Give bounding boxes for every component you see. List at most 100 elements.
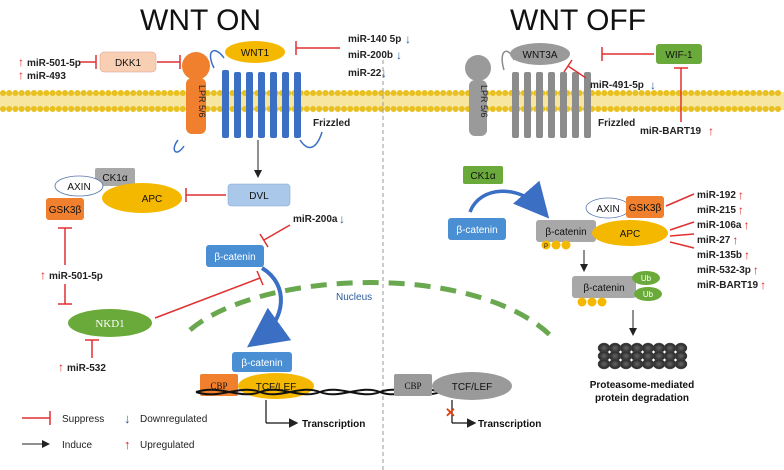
up-arrow-icon: ↑	[738, 203, 744, 217]
up-arrow-icon: ↑	[18, 55, 24, 69]
down-arrow-icon: ↓	[405, 32, 411, 46]
frizzled-off: Frizzled	[501, 50, 635, 138]
frizzled-off-label: Frizzled	[598, 118, 635, 129]
up-arrow-icon: ↑	[18, 68, 24, 82]
dkk1: DKK1	[99, 51, 157, 73]
mirna-off-list-item: miR-BART19	[697, 280, 759, 291]
phosphorylation-arrow	[468, 180, 550, 219]
legend: Suppress Induce ↓ Downregulated ↑ Upregu…	[22, 411, 207, 452]
lrp56-on-label: LPR 5/6	[197, 85, 207, 118]
ub-beta-catenin-label: β-catenin	[583, 283, 624, 294]
lrp56-off: LPR 5/6	[465, 55, 491, 136]
down-arrow-icon: ↓	[124, 411, 131, 426]
proteasome-subunit	[608, 358, 622, 370]
inhibit-dvl-apc	[185, 188, 226, 202]
down-arrow-icon: ↓	[396, 48, 402, 62]
dvl-label: DVL	[249, 191, 269, 202]
nkd1: NKD1	[68, 309, 152, 337]
up-arrow-icon: ↑	[743, 218, 749, 232]
tcf-on-label: TCF/LEF	[256, 382, 297, 393]
proteasome-subunit	[630, 358, 644, 370]
inhibit-wif1-wnt3a	[601, 47, 654, 61]
axin-on-label: AXIN	[67, 182, 90, 193]
down-arrow-icon: ↓	[381, 66, 387, 80]
mirna-off-list-item: miR-135b	[697, 250, 742, 261]
inhibit-mirbart19-wif1	[674, 67, 688, 122]
inhibit-mirna-nkd1	[58, 284, 72, 305]
cbp-on-label: CBP	[210, 381, 227, 391]
wif1: WIF-1	[656, 44, 702, 64]
phospho-label: P	[544, 244, 548, 250]
inhibit-nkd1-beta-catenin	[154, 270, 264, 319]
nuc-beta-catenin-label: β-catenin	[241, 358, 282, 369]
ck1a-on-label: CK1α	[102, 173, 127, 184]
complex-beta-catenin-label: β-catenin	[545, 227, 586, 238]
wif1-label: WIF-1	[665, 50, 693, 61]
gsk3b-off-label: GSK3β	[629, 203, 662, 214]
legend-downregulated: Downregulated	[140, 414, 207, 425]
proteasome-subunit	[619, 358, 633, 370]
destruction-complex-off: AXIN GSK3β β-catenin APC P	[536, 196, 668, 250]
transcription-off: ✕ Transcription	[445, 400, 541, 430]
inhibit-dkk1-lrp	[157, 55, 181, 69]
inhibit-mirna491-wnt3a	[563, 59, 587, 79]
inhibit-mirna-dkk1	[80, 55, 97, 69]
frizzled-on-label: Frizzled	[313, 118, 350, 129]
ck1a-off: CK1α	[463, 166, 503, 184]
proteasome-subunit	[641, 358, 655, 370]
proteasome	[597, 342, 688, 370]
wnt3a-label: WNT3A	[523, 50, 558, 61]
down-arrow-icon: ↓	[339, 212, 345, 226]
tcf-off-label: TCF/LEF	[452, 382, 493, 393]
mirna-491-5p: miR-491-5p	[590, 80, 644, 91]
mirna-22: miR-22	[348, 68, 382, 79]
blocked-x-icon: ✕	[445, 405, 456, 420]
up-arrow-icon: ↑	[40, 268, 46, 282]
dkk1-label: DKK1	[115, 58, 142, 69]
mirna-off-list-item: miR-215	[697, 205, 736, 216]
beta-catenin-on-label: β-catenin	[214, 252, 255, 263]
ubiquitinated-beta-catenin: β-catenin Ub Ub	[572, 271, 662, 307]
axin-off-label: AXIN	[596, 204, 619, 215]
lrp56-off-label: LPR 5/6	[479, 85, 489, 118]
apc-off-label: APC	[620, 229, 641, 240]
proteasome-subunit	[674, 358, 688, 370]
mirna-532: miR-532	[67, 363, 106, 374]
beta-catenin-off-label: β-catenin	[456, 225, 497, 236]
lrp56-on: LPR 5/6	[182, 52, 210, 134]
transcription-off-label: Transcription	[478, 419, 541, 430]
mirna-off-list-item: miR-192	[697, 190, 736, 201]
inhibit-mirna-list-complex	[665, 193, 695, 249]
up-arrow-icon: ↑	[760, 278, 766, 292]
down-arrow-icon: ↓	[650, 78, 656, 92]
frizzled-on: Frizzled	[173, 49, 350, 153]
mirna-200b: miR-200b	[348, 50, 393, 61]
dvl: DVL	[227, 183, 291, 207]
mirna-493: miR-493	[27, 71, 66, 82]
mirna-off-list: miR-192↑miR-215↑miR-106a↑miR-27↑miR-135b…	[697, 188, 766, 292]
proteasome-subunit	[663, 358, 677, 370]
ck1a-off-label: CK1α	[470, 171, 495, 182]
mirna-off-list-item: miR-532-3p	[697, 265, 751, 276]
inhibit-mirna532-nkd1	[85, 339, 99, 358]
inhibit-mirna200a-beta-catenin	[259, 224, 291, 248]
inhibit-mirna-gsk3b	[58, 227, 72, 265]
up-arrow-icon: ↑	[708, 124, 714, 138]
cell-membrane	[0, 90, 784, 112]
proteasome-label-line1: Proteasome-mediated	[590, 380, 694, 391]
mirna-200a: miR-200a	[293, 214, 338, 225]
beta-catenin-on: β-catenin	[206, 245, 264, 267]
up-arrow-icon: ↑	[732, 233, 738, 247]
wnt1-label: WNT1	[241, 48, 270, 59]
up-arrow-icon: ↑	[58, 360, 64, 374]
ub-label-1: Ub	[641, 274, 652, 283]
mirna-off-list-item: miR-106a	[697, 220, 742, 231]
legend-suppress: Suppress	[62, 414, 104, 425]
mirna-140-5p: miR-140 5p	[348, 34, 401, 45]
translocation-arrow	[247, 266, 292, 348]
nucleus-membrane	[188, 280, 557, 342]
nucleus-label: Nucleus	[336, 292, 372, 303]
mirna-bart19-wif1: miR-BART19	[640, 126, 702, 137]
mirna-501-5p-mid: miR-501-5p	[49, 271, 103, 282]
